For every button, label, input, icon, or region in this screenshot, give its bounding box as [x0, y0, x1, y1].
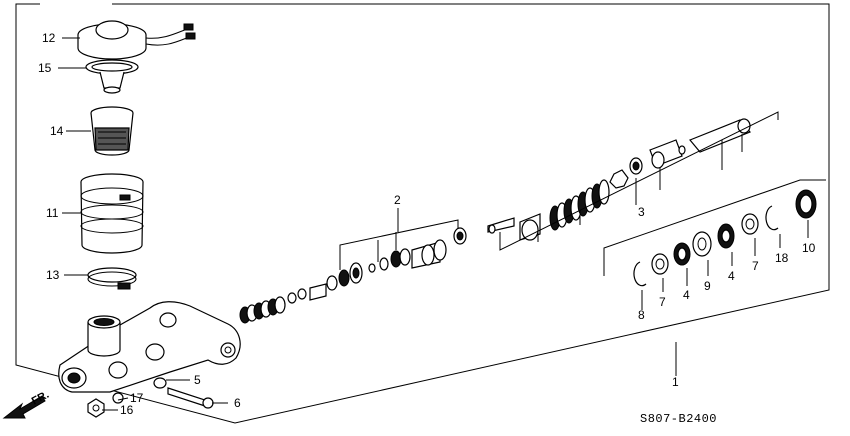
master-cylinder-body — [58, 301, 241, 393]
callout-4b: 4 — [728, 269, 735, 283]
callout-14: 14 — [50, 124, 64, 138]
primary-piston-parts — [487, 118, 751, 241]
callout-17: 17 — [130, 391, 144, 405]
leader-bracket-seal-kit — [603, 179, 826, 310]
callout-16: 16 — [120, 403, 134, 417]
callout-labels: 12 15 14 11 13 2 3 8 7 4 9 4 7 18 10 1 5… — [38, 31, 816, 417]
leader-lines — [58, 37, 677, 411]
callout-15: 15 — [38, 61, 52, 75]
callout-18: 18 — [775, 251, 789, 265]
callout-12: 12 — [42, 31, 56, 45]
reservoir-band — [87, 267, 137, 290]
assembly-frame — [15, 3, 830, 424]
diagram-code: S807-B2400 — [640, 412, 717, 426]
front-arrow-icon — [2, 395, 46, 419]
callout-1: 1 — [672, 375, 679, 389]
callout-11: 11 — [46, 206, 59, 220]
callout-7b: 7 — [752, 259, 759, 273]
callout-5: 5 — [194, 373, 201, 387]
leader-bracket-3 — [499, 111, 779, 251]
reservoir — [80, 173, 144, 254]
callout-13: 13 — [46, 268, 60, 282]
callout-8: 8 — [638, 308, 645, 322]
callout-10: 10 — [802, 241, 816, 255]
callout-4a: 4 — [683, 288, 690, 302]
cap-seal — [85, 59, 139, 94]
strainer — [90, 106, 134, 156]
seal-kit — [633, 189, 817, 287]
callout-9: 9 — [704, 279, 711, 293]
body-small-parts — [87, 377, 214, 418]
callout-7a: 7 — [659, 295, 666, 309]
callout-2: 2 — [394, 193, 401, 207]
direction-label: FR. — [30, 389, 51, 408]
secondary-piston-parts — [287, 227, 467, 304]
callout-3: 3 — [638, 205, 645, 219]
callout-6: 6 — [234, 396, 241, 410]
reservoir-cap — [77, 20, 196, 60]
leader-bracket-2 — [339, 208, 459, 270]
secondary-spring — [239, 296, 286, 324]
